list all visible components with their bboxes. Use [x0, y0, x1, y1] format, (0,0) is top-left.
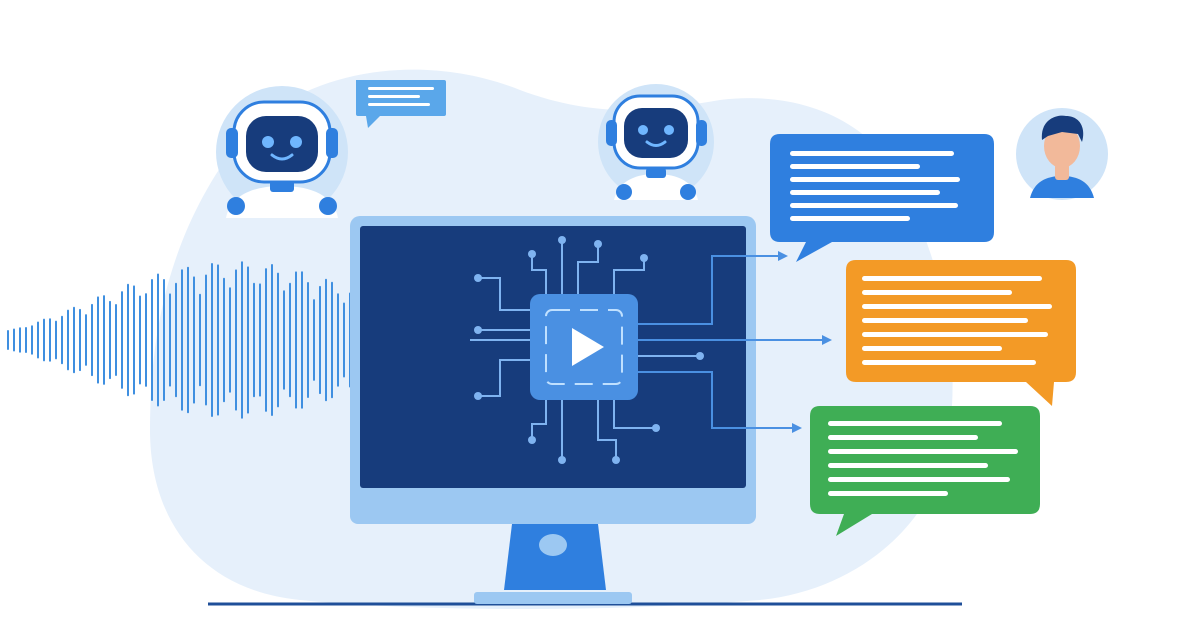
robot-avatar-left [216, 86, 348, 218]
output-arrows [636, 251, 832, 433]
speech-bubble-orange [846, 260, 1076, 406]
person-icon [1030, 115, 1094, 198]
circuit-nodes [474, 236, 704, 464]
person-avatar [1016, 108, 1108, 200]
robot-icon [226, 100, 338, 218]
speech-bubble-blue [770, 134, 994, 262]
robot-avatar-center [598, 84, 714, 200]
play-chip[interactable] [530, 294, 638, 400]
speech-bubble-small [356, 80, 446, 128]
play-icon [572, 328, 604, 366]
robot-icon [606, 94, 707, 200]
speech-bubble-green [810, 406, 1040, 536]
